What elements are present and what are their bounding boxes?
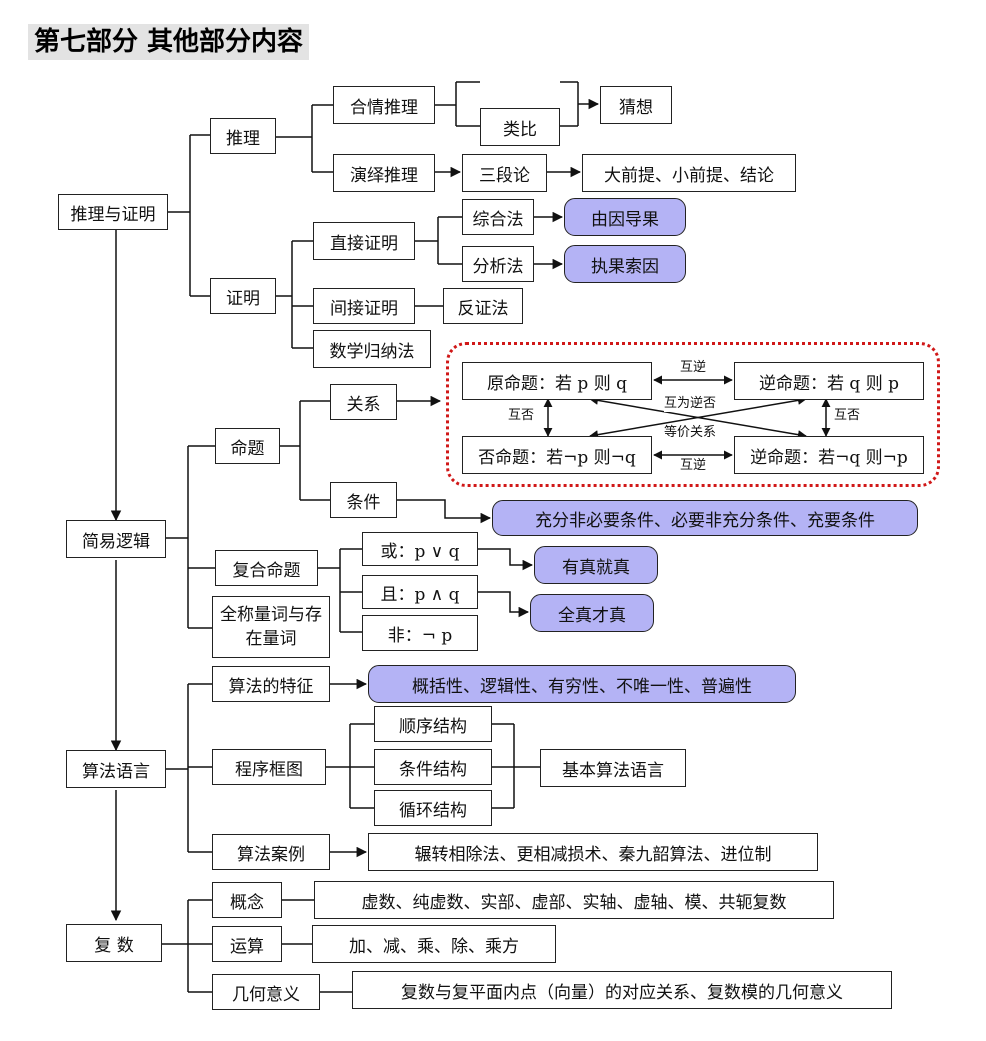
node-proposition: 命题 xyxy=(215,428,280,464)
node-synthetic-method: 综合法 xyxy=(462,199,534,235)
node-analogy: 类比 xyxy=(480,108,560,146)
node-or: 或：p ∨ q xyxy=(362,532,478,566)
node-conjecture: 猜想 xyxy=(600,86,672,124)
node-simple-logic: 简易逻辑 xyxy=(66,520,166,558)
label-equivalent: 等价关系 xyxy=(664,425,717,441)
node-flowchart: 程序框图 xyxy=(212,749,326,785)
node-complex-numbers: 复 数 xyxy=(66,924,162,962)
label-mutual-contrapositive: 互为逆否 xyxy=(664,396,717,412)
node-condition-types: 充分非必要条件、必要非充分条件、充要条件 xyxy=(492,500,918,536)
node-algorithm-language: 算法语言 xyxy=(66,750,166,788)
node-geometric-meaning: 几何意义 xyxy=(212,974,320,1010)
node-original-proposition: 原命题：若 p 则 q xyxy=(462,362,652,400)
node-effect-to-cause: 执果索因 xyxy=(564,245,686,283)
node-proof-by-contradiction: 反证法 xyxy=(443,288,523,324)
node-plausible-reasoning: 合情推理 xyxy=(333,86,435,124)
node-syllogism: 三段论 xyxy=(462,154,547,192)
node-algorithm-features: 算法的特征 xyxy=(212,666,330,702)
node-indirect-proof: 间接证明 xyxy=(313,288,415,324)
node-or-result: 有真就真 xyxy=(534,546,658,584)
node-proof: 证明 xyxy=(210,278,276,314)
node-cause-to-effect: 由因导果 xyxy=(564,198,686,236)
node-conditional-structure: 条件结构 xyxy=(374,749,492,785)
label-mutual-converse-bottom: 互逆 xyxy=(680,458,707,473)
node-direct-proof: 直接证明 xyxy=(313,222,415,260)
node-converse-proposition: 逆命题：若 q 则 p xyxy=(734,362,924,400)
node-complex-operations: 运算 xyxy=(212,926,282,962)
node-mathematical-induction: 数学归纳法 xyxy=(313,330,431,368)
node-and-result: 全真才真 xyxy=(530,594,654,632)
node-reasoning-proof: 推理与证明 xyxy=(58,194,168,230)
node-cases-detail: 辗转相除法、更相减损术、秦九韶算法、进位制 xyxy=(368,833,818,871)
proposition-relations-frame xyxy=(446,342,940,487)
node-analytic-method: 分析法 xyxy=(462,246,534,282)
node-and: 且：p ∧ q xyxy=(362,575,478,609)
node-complex-concept: 概念 xyxy=(212,882,282,918)
node-not: 非：¬ p xyxy=(362,615,478,651)
node-basic-algorithm-language: 基本算法语言 xyxy=(540,749,686,787)
node-inference: 推理 xyxy=(210,118,276,154)
node-premises: 大前提、小前提、结论 xyxy=(582,154,796,192)
page-title: 第七部分 其他部分内容 xyxy=(28,24,310,60)
node-operations-detail: 加、减、乘、除、乘方 xyxy=(312,925,556,963)
node-deductive-reasoning: 演绎推理 xyxy=(333,154,435,192)
node-algorithm-cases: 算法案例 xyxy=(212,834,330,870)
node-sequential-structure: 顺序结构 xyxy=(374,706,492,742)
node-condition: 条件 xyxy=(330,482,397,518)
node-relation: 关系 xyxy=(330,384,397,420)
node-contrapositive-proposition: 逆命题：若¬q 则¬p xyxy=(734,436,924,474)
node-quantifiers: 全称量词与存在量词 xyxy=(212,596,330,658)
label-mutual-converse-top: 互逆 xyxy=(680,360,707,375)
node-inverse-proposition: 否命题：若¬p 则¬q xyxy=(462,436,652,474)
node-loop-structure: 循环结构 xyxy=(374,790,492,826)
node-features-detail: 概括性、逻辑性、有穷性、不唯一性、普遍性 xyxy=(368,665,796,703)
label-mutual-negation-right: 互否 xyxy=(834,408,861,423)
label-mutual-negation-left: 互否 xyxy=(508,408,535,423)
node-concept-detail: 虚数、纯虚数、实部、虚部、实轴、虚轴、模、共轭复数 xyxy=(314,881,834,919)
node-geometry-detail: 复数与复平面内点（向量）的对应关系、复数模的几何意义 xyxy=(352,971,892,1009)
node-compound-proposition: 复合命题 xyxy=(215,550,318,586)
